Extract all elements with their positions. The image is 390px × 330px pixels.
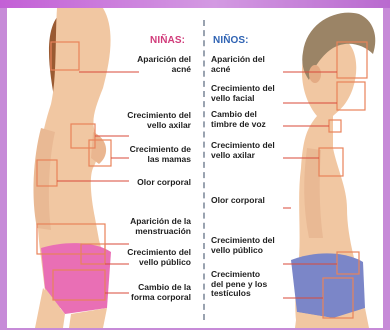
girls-label-breast-growth: Crecimiento de las mamas bbox=[129, 144, 191, 164]
boys-label-acne: Aparición del acné bbox=[211, 54, 265, 74]
callout-box bbox=[50, 41, 80, 71]
boys-heading: NIÑOS: bbox=[213, 35, 249, 46]
boy-callouts bbox=[283, 41, 368, 319]
callout-box bbox=[52, 269, 106, 301]
boy-underwear bbox=[291, 253, 365, 318]
girls-label-body-shape: Cambio de la forma corporal bbox=[131, 282, 191, 302]
callout-box bbox=[88, 139, 112, 167]
girls-label-acne: Aparición del acné bbox=[137, 54, 191, 74]
boy-ear bbox=[309, 65, 321, 83]
girl-legs bbox=[35, 288, 107, 328]
callout-box bbox=[36, 223, 106, 255]
girls-heading: NIÑAS: bbox=[150, 35, 186, 46]
girls-label-pubic-hair: Crecimiento del vello público bbox=[127, 247, 191, 267]
girl-arm bbox=[33, 128, 55, 230]
girl-underwear bbox=[41, 243, 111, 314]
callout-box bbox=[318, 147, 344, 177]
girl-figure bbox=[33, 8, 111, 328]
boy-hair bbox=[302, 12, 376, 81]
boys-label-underarm-hair: Crecimiento del vello axilar bbox=[211, 140, 275, 160]
boys-label-penis-testicles: Crecimiento del pene y los testículos bbox=[211, 269, 268, 298]
girls-label-underarm-hair: Crecimiento del vello axilar bbox=[127, 110, 191, 130]
center-divider bbox=[203, 20, 205, 320]
top-banner-strip bbox=[0, 0, 390, 8]
girls-label-menstruation: Aparición de la menstruación bbox=[130, 216, 191, 236]
boys-label-body-odor: Olor corporal bbox=[211, 195, 265, 205]
callout-box bbox=[36, 159, 58, 187]
girl-body bbox=[37, 8, 111, 308]
infographic-panel: NIÑAS: NIÑOS: Aparición del acné Crecimi… bbox=[7, 8, 383, 328]
boys-label-facial-hair: Crecimiento del vello facial bbox=[211, 83, 275, 103]
boy-figure bbox=[291, 12, 376, 328]
boys-label-pubic-hair: Crecimiento del vello público bbox=[211, 235, 275, 255]
girl-callouts bbox=[36, 41, 139, 301]
girls-label-body-odor: Olor corporal bbox=[137, 177, 191, 187]
callout-box bbox=[336, 251, 360, 275]
callout-box bbox=[336, 41, 368, 79]
boys-label-voice-change: Cambio del timbre de voz bbox=[211, 109, 266, 129]
callout-box bbox=[336, 81, 366, 111]
callout-box bbox=[80, 243, 106, 265]
boy-arm bbox=[304, 148, 323, 238]
bodies-illustration bbox=[33, 8, 376, 328]
